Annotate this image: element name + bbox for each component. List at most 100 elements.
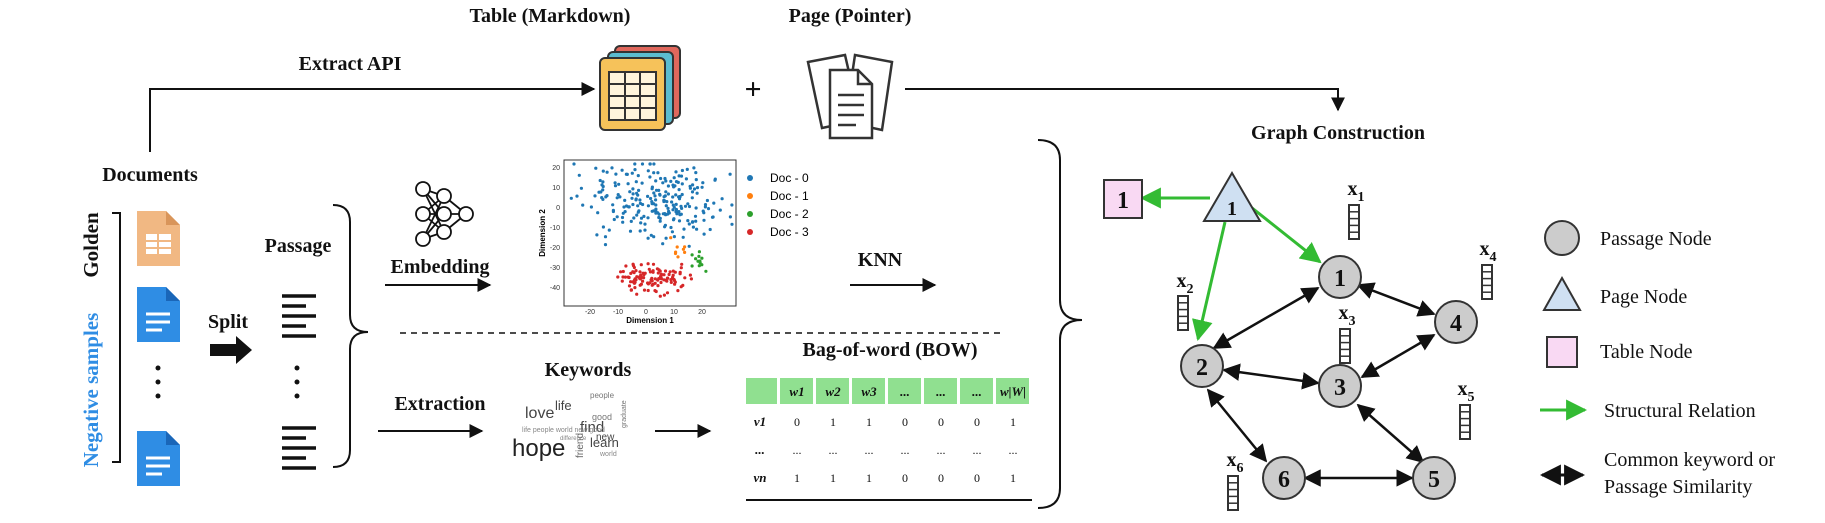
scatter-point [650,202,654,206]
scatter-point [671,218,676,222]
scatter-point [663,269,668,273]
scatter-point [658,294,662,298]
scatter-point [640,162,645,166]
legend-table-label: Table Node [1600,341,1693,363]
scatter-point [636,204,640,208]
scatter-point [702,218,706,222]
scatter-point [688,273,693,277]
scatter-point [632,265,637,270]
bow-header-text: w3 [861,384,877,399]
legend-page-label: Page Node [1600,286,1687,308]
scatter-point [664,278,668,282]
scatter-point [650,185,655,189]
page-node-label: 1 [1227,198,1237,220]
scatter-point [728,215,733,219]
edge-p1-p4 [1356,282,1436,317]
scatter-legend-label: Doc - 3 [770,225,809,239]
scatter-point [694,171,698,175]
scatter-point [638,277,643,281]
scatter-point [647,267,651,271]
scatter-point [646,216,650,220]
feature-label: x4 [1480,238,1497,265]
bow-cell: ... [865,443,874,457]
word-cloud-word: good [592,412,612,422]
scatter-point [656,284,660,288]
scatter-point [652,191,656,195]
scatter-point [686,202,690,206]
scatter-point [656,278,660,282]
scatter-point [601,197,605,201]
scatter-point [678,272,682,276]
bow-header-cell [960,378,993,404]
legend-passage-label: Passage Node [1600,228,1712,250]
scatter-point [654,289,658,294]
scatter-point [635,213,639,217]
scatter-point [694,219,698,223]
scatter-point [679,266,683,270]
legend-table-icon [1546,336,1578,368]
scatter-point [642,288,647,292]
negative-document-icon [137,431,180,486]
scatter-point [695,227,699,231]
scatter-ytick: -30 [550,265,560,272]
scatter-point [639,273,643,277]
scatter-point [624,264,628,268]
scatter-point [635,292,639,296]
scatter-points [569,162,734,298]
negative-document-icon [137,287,180,342]
scatter-point [593,194,597,198]
scatter-point [596,211,600,215]
scatter-point [669,280,673,284]
word-cloud-word: love [525,405,554,422]
scatter-point [633,162,637,166]
scatter-point [643,228,647,232]
passage-node-label: 1 [1334,266,1346,292]
scatter-point [599,190,603,194]
split-label: Split [208,311,248,333]
scatter-point [626,275,630,279]
bow-cell: 0 [902,471,908,485]
passage-lines-icon [282,426,316,470]
scatter-point [659,272,664,276]
scatter-point [620,168,624,172]
edge-p2-p3 [1222,363,1320,390]
scatter-point [646,194,650,198]
scatter-point [653,281,657,285]
bow-row-label: ... [755,442,765,457]
scatter-point [666,206,670,210]
scatter-point [680,168,685,173]
table-markdown-label: Table (Markdown) [470,5,631,27]
scatter-point [677,197,682,201]
feature-label: x3 [1339,302,1356,329]
scatter-point [595,233,599,237]
knn-label: KNN [858,249,903,271]
scatter-point [646,288,650,293]
scatter-point [671,208,675,212]
scatter-point [658,193,662,197]
golden-document-icon [137,211,180,266]
extraction-label: Extraction [394,393,485,415]
scatter-point [687,222,691,226]
scatter-legend-label: Doc - 2 [770,207,809,221]
scatter-point [601,180,605,184]
scatter-point [621,211,625,215]
scatter-point [663,194,667,198]
scatter-point [581,203,585,207]
scatter-point [615,215,619,219]
bow-header-text: w2 [825,384,841,399]
scatter-point [617,182,621,186]
scatter-point [700,256,704,260]
bow-header-cell [852,378,885,404]
scatter-point [706,207,711,211]
scatter-ytick: -40 [550,285,560,292]
scatter-point [700,185,704,189]
scatter-point [626,182,630,186]
passage-node-4: 4 [1434,300,1478,344]
scatter-point [629,280,633,284]
scatter-point [697,264,701,268]
scatter-point [681,247,686,251]
scatter-point [672,235,677,239]
scatter-point [656,171,660,175]
scatter-point [697,254,701,258]
scatter-point [621,220,625,224]
